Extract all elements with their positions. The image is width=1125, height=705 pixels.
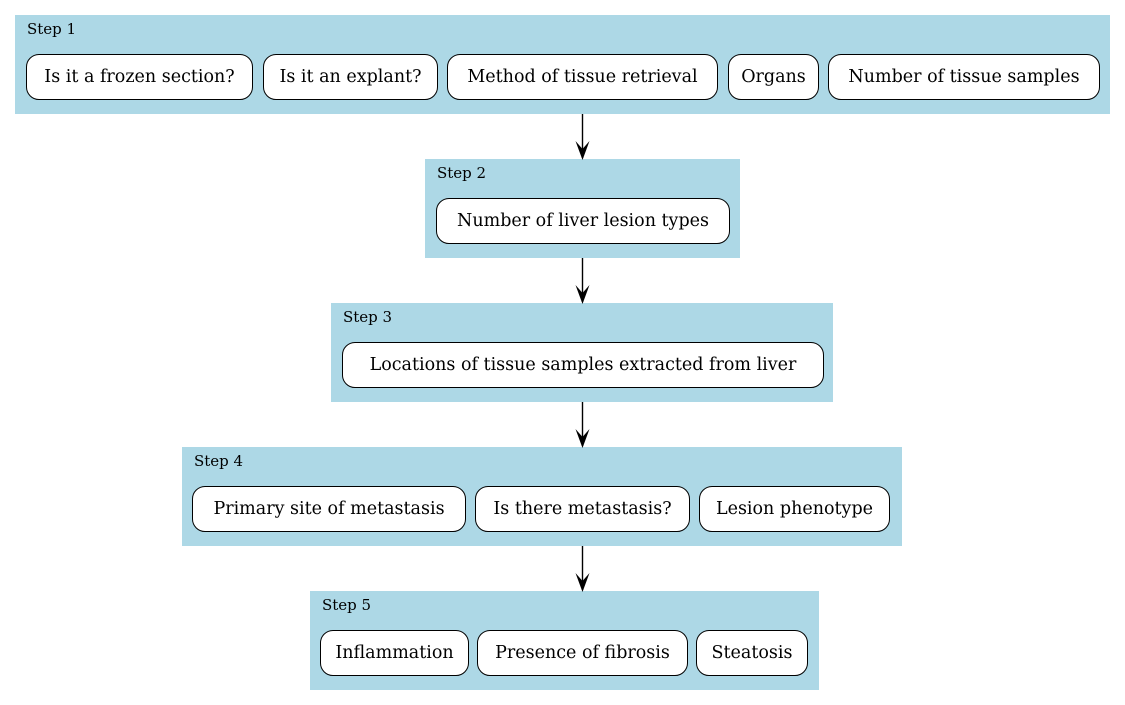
step-2-title: Step 2	[437, 164, 487, 182]
step-3-title: Step 3	[343, 308, 393, 326]
node-steatosis: Steatosis	[696, 630, 808, 676]
node-lesion-phenotype: Lesion phenotype	[699, 486, 890, 532]
step-4-title: Step 4	[194, 452, 244, 470]
node-number-liver-lesion-types: Number of liver lesion types	[436, 198, 730, 244]
node-primary-site-metastasis: Primary site of metastasis	[192, 486, 466, 532]
arrowhead-step3	[575, 285, 590, 304]
arrowhead-step2	[575, 141, 590, 160]
node-explant: Is it an explant?	[263, 54, 438, 100]
node-frozen-section: Is it a frozen section?	[26, 54, 253, 100]
step-2-group: Step 2 Number of liver lesion types	[425, 159, 740, 258]
step-4-group: Step 4 Primary site of metastasis Is the…	[182, 447, 902, 546]
arrowhead-step4	[575, 429, 590, 448]
node-presence-fibrosis: Presence of fibrosis	[477, 630, 688, 676]
node-inflammation: Inflammation	[320, 630, 469, 676]
step-5-title: Step 5	[322, 596, 372, 614]
node-locations-tissue-samples: Locations of tissue samples extracted fr…	[342, 342, 824, 388]
step-1-title: Step 1	[27, 20, 77, 38]
node-organs: Organs	[728, 54, 819, 100]
step-1-group: Step 1 Is it a frozen section? Is it an …	[15, 15, 1110, 114]
node-method-tissue-retrieval: Method of tissue retrieval	[447, 54, 718, 100]
step-5-group: Step 5 Inflammation Presence of fibrosis…	[310, 591, 819, 690]
step-3-group: Step 3 Locations of tissue samples extra…	[331, 303, 833, 402]
arrowhead-step5	[575, 573, 590, 592]
node-is-there-metastasis: Is there metastasis?	[475, 486, 690, 532]
node-number-tissue-samples: Number of tissue samples	[828, 54, 1100, 100]
